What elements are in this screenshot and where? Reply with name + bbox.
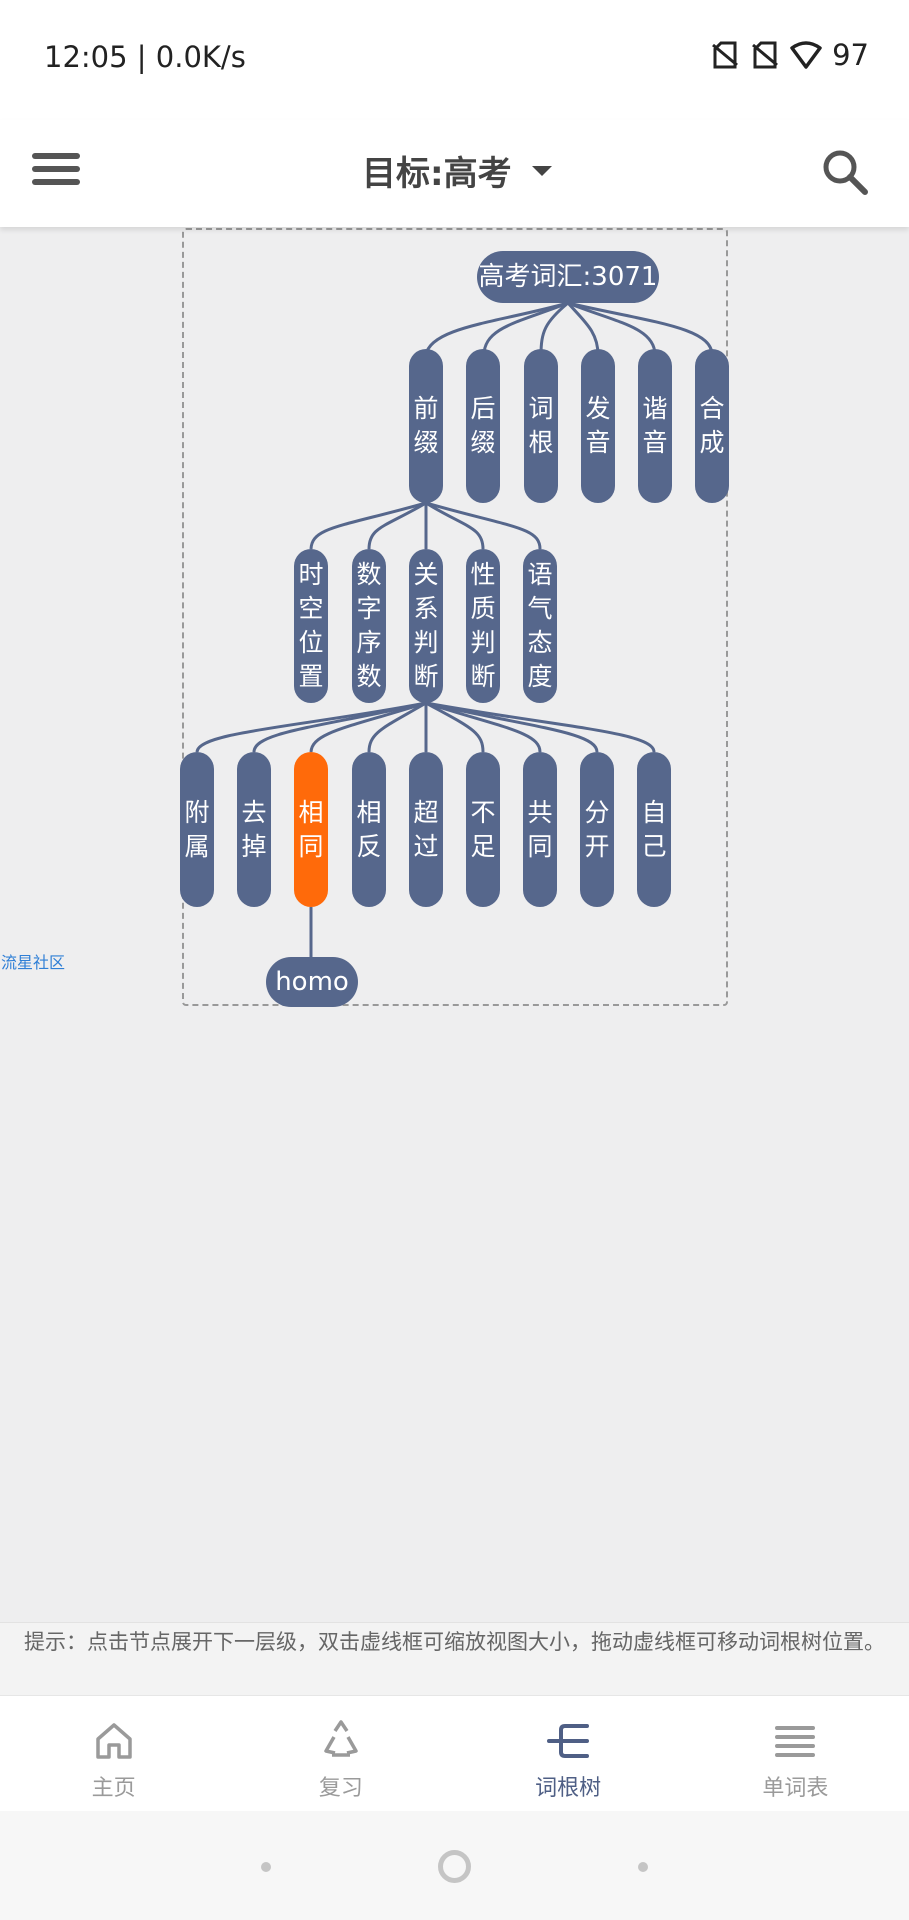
no-sim-icon — [712, 41, 739, 69]
home-icon — [95, 1723, 132, 1759]
tree-node-pronunciation[interactable]: 发音 — [581, 349, 615, 503]
tree-node-lacking[interactable]: 不足 — [466, 752, 500, 907]
nav-home-button[interactable] — [438, 1850, 471, 1883]
tree-node-separate[interactable]: 分开 — [580, 752, 614, 907]
tree-frame[interactable] — [182, 228, 728, 1006]
tree-node-prefix[interactable]: 前缀 — [409, 349, 443, 503]
tree-node-remove[interactable]: 去掉 — [237, 752, 271, 907]
tab-label: 词根树 — [535, 1776, 602, 1801]
tree-node-homophone[interactable]: 谐音 — [638, 349, 672, 503]
status-time: 12:05 | 0.0K/s — [44, 40, 246, 74]
menu-icon[interactable] — [32, 148, 84, 200]
tree-links — [195, 301, 714, 957]
side-community-link[interactable]: 流星社区 — [1, 953, 66, 972]
tab-label: 复习 — [318, 1776, 363, 1801]
chevron-down-icon — [531, 165, 552, 176]
tree-node-root[interactable]: 词根 — [524, 349, 558, 503]
status-icons: 97 — [710, 38, 869, 72]
app-bar: 目标:高考 — [0, 120, 909, 227]
tree-node-property[interactable]: 性质判断 — [466, 549, 500, 703]
tab-home[interactable]: 主页 — [0, 1696, 227, 1811]
tab-root-tree[interactable]: 词根树 — [455, 1696, 682, 1811]
tree-node-number-order[interactable]: 数字序数 — [352, 549, 386, 703]
tab-word-list[interactable]: 单词表 — [682, 1696, 909, 1811]
no-sim-icon — [752, 41, 779, 69]
tree-node-common[interactable]: 共同 — [523, 752, 557, 907]
tree-node-self[interactable]: 自己 — [637, 752, 671, 907]
tree-root-node[interactable]: 高考词汇:3071 — [477, 251, 659, 303]
hint-text: 提示：点击节点展开下一层级，双击虚线框可缩放视图大小，拖动虚线框可移动词根树位置… — [0, 1622, 909, 1695]
tree-node-opposite[interactable]: 相反 — [352, 752, 386, 907]
tree-node-attach[interactable]: 附属 — [180, 752, 214, 907]
nav-menu-button[interactable] — [261, 1862, 271, 1872]
target-selector[interactable]: 目标:高考 — [362, 146, 552, 195]
tree-node-exceed[interactable]: 超过 — [409, 752, 443, 907]
tree-leaf-node[interactable]: homo — [266, 957, 358, 1007]
tree-node-relation[interactable]: 关系判断 — [409, 549, 443, 703]
wifi-icon — [790, 41, 822, 69]
tab-review[interactable]: 复习 — [227, 1696, 454, 1811]
tree-icon — [547, 1724, 590, 1758]
search-icon[interactable] — [819, 146, 871, 198]
battery-level: 97 — [832, 38, 869, 72]
list-icon — [775, 1726, 816, 1757]
recycle-icon — [324, 1720, 358, 1757]
page-title: 目标:高考 — [362, 154, 512, 194]
tree-node-suffix[interactable]: 后缀 — [466, 349, 500, 503]
bottom-tab-bar: 主页 复习 词根树 单词表 — [0, 1695, 909, 1811]
system-nav-bar — [0, 1811, 909, 1920]
tree-node-time-space[interactable]: 时空位置 — [294, 549, 328, 703]
tree-node-compound[interactable]: 合成 — [695, 349, 729, 503]
tab-label: 单词表 — [762, 1776, 829, 1801]
nav-back-button[interactable] — [638, 1862, 648, 1872]
root-tree-canvas: 高考词汇:3071 前缀 后缀 词根 发音 谐音 合成 时空位置 数字序数 关系… — [0, 227, 909, 1622]
tree-node-same[interactable]: 相同 — [294, 752, 328, 907]
tree-node-mood[interactable]: 语气态度 — [523, 549, 557, 703]
tab-label: 主页 — [91, 1776, 136, 1801]
status-bar: 12:05 | 0.0K/s 97 — [0, 0, 909, 120]
